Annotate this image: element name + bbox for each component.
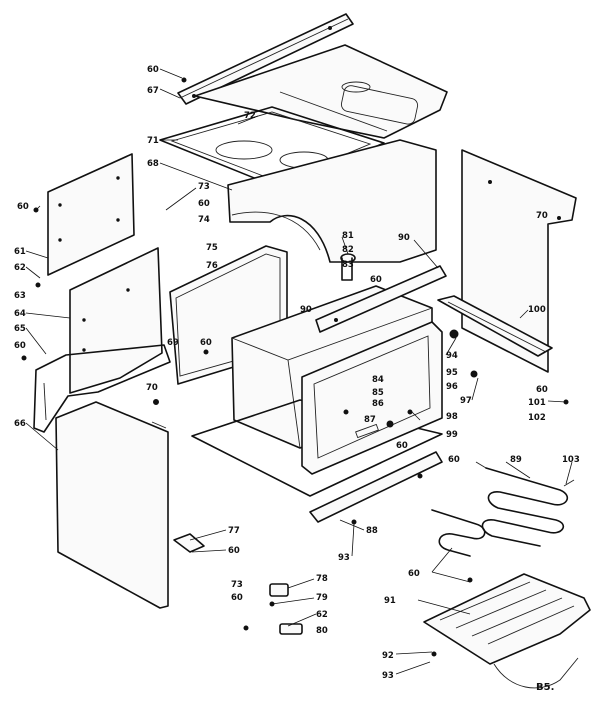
door-hinge: [173, 533, 205, 553]
broil-element: [431, 509, 486, 557]
callout-88: 88: [366, 526, 378, 536]
callout-60: 60: [396, 441, 408, 451]
callout-67: 67: [147, 86, 159, 96]
callout-60: 60: [200, 338, 212, 348]
callout-71: 71: [147, 136, 159, 146]
left-side-panel-upper: [47, 153, 135, 276]
callout-79: 79: [316, 593, 328, 603]
callout-90: 90: [300, 305, 312, 315]
fasteners: [21, 77, 569, 631]
callout-92: 92: [382, 651, 394, 661]
callout-70: 70: [536, 211, 548, 221]
callout-77: 77: [228, 526, 240, 536]
switch-assembly: [269, 583, 303, 635]
left-side-panel-lower: [69, 247, 163, 394]
callout-60: 60: [228, 546, 240, 556]
callout-64: 64: [14, 309, 26, 319]
leader-lines: [25, 68, 573, 675]
callout-70: 70: [146, 383, 158, 393]
cooktop-panel: [194, 44, 448, 139]
callout-99: 99: [446, 430, 458, 440]
callout-72: 72: [244, 111, 256, 121]
callout-96: 96: [446, 382, 458, 392]
callout-95: 95: [446, 368, 458, 378]
callout-60: 60: [14, 341, 26, 351]
callout-76: 76: [206, 261, 218, 271]
callout-63: 63: [14, 291, 26, 301]
left-trim-bracket: [33, 344, 171, 433]
drawer-panel: [423, 573, 591, 689]
callout-101: 101: [528, 398, 546, 408]
thermostat-bulb: [340, 253, 356, 281]
callout-82: 82: [342, 245, 354, 255]
oven-wrapper: [227, 139, 437, 263]
callout-labels: 60 67 72 71 68 73 60 74 75 76 60 61 62 6…: [14, 65, 580, 681]
callout-97: 97: [460, 396, 472, 406]
oven-bottom: [191, 399, 443, 497]
callout-90: 90: [398, 233, 410, 243]
oven-front-frame: [301, 321, 443, 475]
callout-84: 84: [372, 375, 384, 385]
callout-60: 60: [448, 455, 460, 465]
callout-60: 60: [17, 202, 29, 212]
callout-60: 60: [408, 569, 420, 579]
callout-60: 60: [147, 65, 159, 75]
bottom-rail: [309, 451, 443, 523]
callout-98: 98: [446, 412, 458, 422]
callout-86: 86: [372, 399, 384, 409]
rear-channel: [437, 295, 553, 357]
callout-61: 61: [14, 247, 26, 257]
callout-68: 68: [147, 159, 159, 169]
callout-100: 100: [528, 305, 546, 315]
callout-93: 93: [338, 553, 350, 563]
callout-83: 83: [342, 260, 354, 270]
callout-73: 73: [198, 182, 210, 192]
diagram-code: B5.: [536, 682, 554, 693]
callout-87: 87: [364, 415, 376, 425]
callout-89: 89: [510, 455, 522, 465]
callout-62: 62: [316, 610, 328, 620]
callout-60: 60: [536, 385, 548, 395]
callout-75: 75: [206, 243, 218, 253]
callout-73: 73: [231, 580, 243, 590]
callout-78: 78: [316, 574, 328, 584]
callout-60: 60: [198, 199, 210, 209]
callout-69: 69: [167, 338, 179, 348]
callout-81: 81: [342, 231, 354, 241]
callout-91: 91: [384, 596, 396, 606]
callout-60: 60: [370, 275, 382, 285]
callout-65: 65: [14, 324, 26, 334]
vent-rail: [315, 265, 447, 333]
oven-door: [55, 401, 169, 609]
callout-62: 62: [14, 263, 26, 273]
callout-102: 102: [528, 413, 546, 423]
callout-66: 66: [14, 419, 26, 429]
callout-74: 74: [198, 215, 210, 225]
callout-94: 94: [446, 351, 458, 361]
callout-80: 80: [316, 626, 328, 636]
callout-85: 85: [372, 388, 384, 398]
bake-element: [475, 461, 575, 547]
callout-93: 93: [382, 671, 394, 681]
callout-60: 60: [231, 593, 243, 603]
callout-103: 103: [562, 455, 580, 465]
